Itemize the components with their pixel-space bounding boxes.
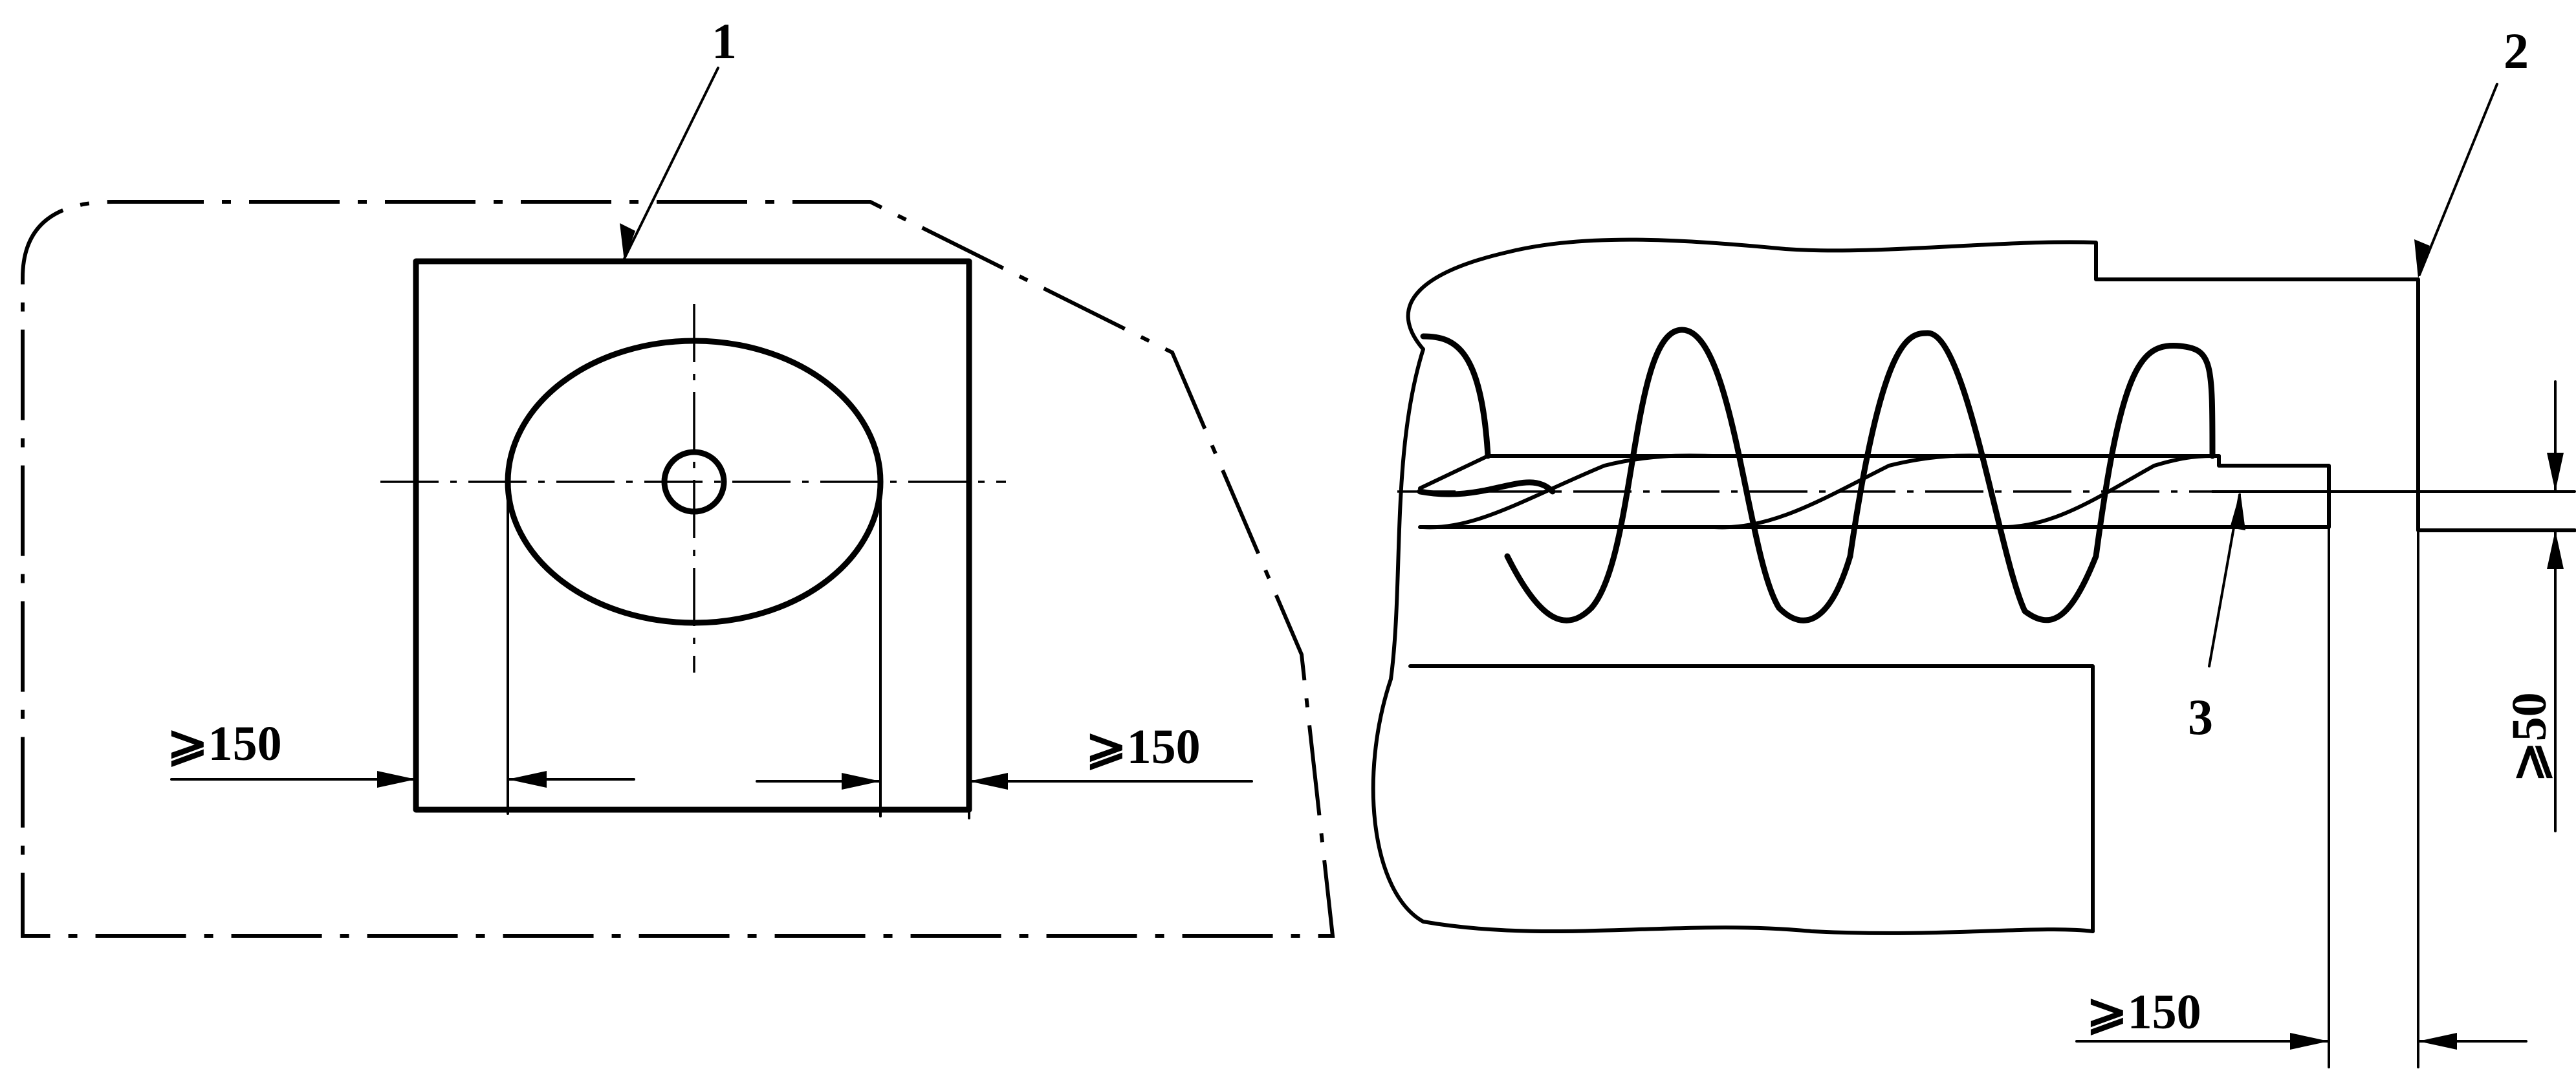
screw-flight-crossing-2: [1712, 453, 1994, 530]
callout-3-arrow: [2230, 492, 2245, 530]
right-clearance-label: ⩾150: [1086, 720, 1201, 774]
callout-1-leader: [623, 67, 719, 260]
callout-2-arrow: [2414, 239, 2430, 278]
left-dimension-arrow-a: [377, 771, 416, 788]
bottom-clearance-label: ⩾150: [2086, 985, 2201, 1039]
left-view: ⩾150 ⩾150 1: [21, 13, 1335, 938]
screw-flight-3: [1847, 330, 2216, 623]
vertical-dimension-arrow-a: [2547, 453, 2564, 492]
screw-flight-2: [1504, 327, 1853, 623]
conveyor-housing-break-outline: [1371, 237, 2576, 935]
callout-1-arrow: [620, 223, 635, 261]
screw-flight-crossing-1: [1421, 453, 1716, 530]
trough-block: [1408, 664, 2095, 933]
callout-3-label: 3: [2188, 689, 2213, 745]
callout-1-label: 1: [712, 13, 737, 69]
left-housing-phantom-outline: [21, 200, 1335, 938]
right-dimension-arrow-b: [969, 773, 1008, 790]
right-dimension-arrow-a: [842, 773, 880, 790]
callout-2-leader: [2418, 83, 2498, 276]
right-view: ⩾150 ⩾50 2 3: [1371, 23, 2576, 1068]
left-dimension-arrow-b: [508, 771, 547, 788]
screw-flight-1: [1417, 333, 1556, 497]
vertical-clearance-label: ⩾50: [2502, 692, 2557, 783]
vertical-dimension-arrow-b: [2547, 530, 2564, 569]
left-clearance-label: ⩾150: [167, 717, 282, 771]
opening-plate: [413, 258, 972, 813]
bottom-dimension-arrow-a: [2290, 1033, 2329, 1050]
screw-flight-crossing-3: [1991, 454, 2221, 530]
bottom-dimension-arrow-b: [2418, 1033, 2457, 1050]
callout-2-label: 2: [2504, 23, 2529, 79]
